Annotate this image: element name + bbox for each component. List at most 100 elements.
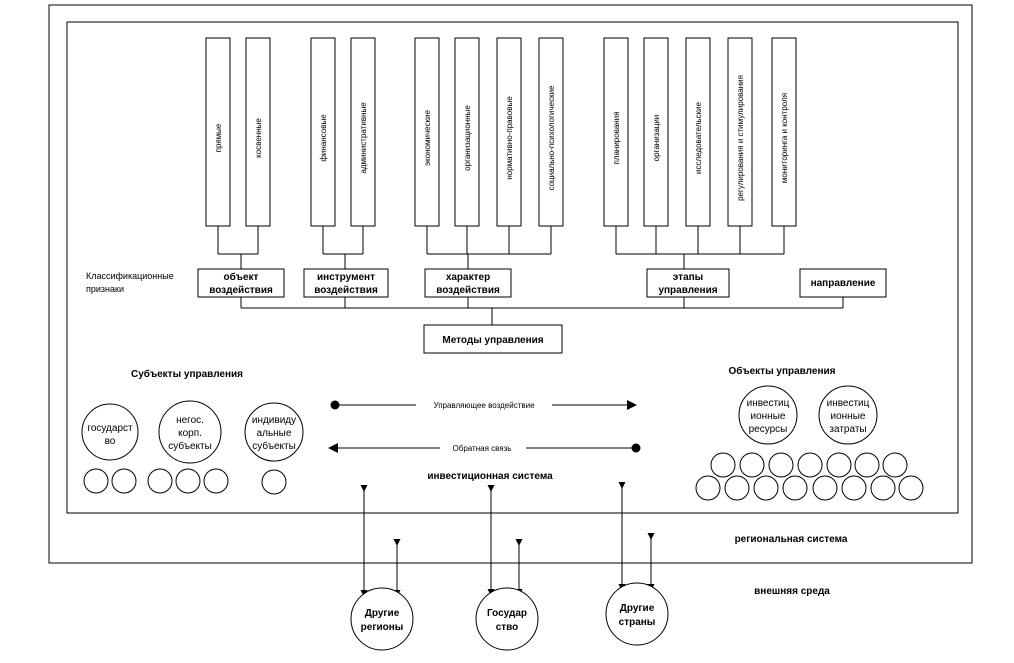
small-circle (812, 475, 838, 501)
method-label-monitoring: мониторинга и контроля (780, 93, 789, 183)
external-regions-line2: регионы (361, 622, 404, 633)
subject-nongov-line3: субъекты (168, 440, 212, 452)
object-resources-line2: ионные (751, 411, 786, 422)
small-circle (724, 475, 750, 501)
object-costs-line1: инвестиц (827, 398, 870, 409)
method-label-direct: прямые (214, 123, 223, 152)
external-connectors (360, 482, 655, 597)
method-label-administrative: административные (359, 102, 368, 174)
method-label-socio-psych: социально-психологические (547, 85, 556, 191)
method-label-organizational: организационные (463, 105, 472, 171)
connector-lines (217, 226, 844, 325)
subject-nongov-line2: корп. (178, 428, 202, 439)
regional-system-label: региональная система (735, 534, 848, 545)
classification-label-line2: признаки (86, 284, 124, 294)
methods-label: Методы управления (442, 335, 543, 346)
small-circle (826, 452, 852, 478)
method-boxes-group-1: прямые косвенные (205, 37, 271, 227)
object-costs-circle (818, 385, 878, 445)
subjects-title: Субъекты управления (131, 368, 243, 380)
object-costs-line2: ионные (831, 411, 866, 422)
subject-nongov-line1: негос. (176, 415, 204, 426)
external-state-line2: ство (496, 622, 519, 633)
method-boxes-group-3: экономические организационные нормативно… (414, 37, 564, 227)
method-box (414, 37, 440, 227)
method-boxes-group-4: планирования организации исследовательск… (603, 37, 797, 227)
small-circle (768, 452, 794, 478)
method-label-economic: экономические (423, 109, 432, 166)
category-instrument-line2: воздействия (314, 285, 378, 296)
small-circle (710, 452, 736, 478)
external-countries-line1: Другие (620, 603, 655, 614)
category-stages-line2: управления (658, 285, 717, 296)
method-boxes-group-2: финансовые административные (310, 37, 376, 227)
investment-system-label: инвестиционная система (427, 471, 553, 482)
small-circle (147, 468, 173, 494)
method-box (205, 37, 231, 227)
method-label-indirect: косвенные (254, 118, 263, 158)
small-circle (797, 452, 823, 478)
small-circle (841, 475, 867, 501)
small-circle (83, 468, 109, 494)
subject-individual-circle (244, 402, 304, 462)
external-state-line1: Государ (487, 608, 527, 619)
subject-individual-line2: альные (257, 428, 292, 439)
object-costs-line3: затраты (829, 424, 866, 435)
category-instrument-line1: инструмент (317, 272, 375, 283)
regional-system-frame (48, 4, 973, 564)
objects-title: Объекты управления (729, 365, 836, 377)
category-character-line1: характер (446, 272, 490, 283)
category-direction: направление (811, 278, 876, 289)
external-regions-circle (350, 587, 414, 651)
method-box (310, 37, 336, 227)
method-box (350, 37, 376, 227)
method-box (771, 37, 797, 227)
category-stages-line1: этапы (673, 272, 703, 283)
external-countries-line2: страны (619, 617, 656, 628)
method-box (603, 37, 629, 227)
category-box-object (197, 268, 285, 298)
category-box-instrument (303, 268, 389, 298)
method-label-organization: организации (652, 115, 661, 162)
object-resources-line1: инвестиц (747, 398, 790, 409)
method-box (727, 37, 753, 227)
small-circle (753, 475, 779, 501)
small-circle (261, 469, 287, 495)
classification-label-line1: Классификационные (86, 271, 174, 281)
method-label-planning: планирования (612, 111, 621, 164)
subject-nongov-circle (158, 400, 222, 464)
methods-box (423, 324, 563, 354)
control-arrow-label: Управляющее воздействие (433, 401, 535, 410)
method-label-regulatory: нормативно-правовые (505, 96, 514, 180)
method-box (538, 37, 564, 227)
object-small-circles (695, 452, 924, 501)
category-box-character (424, 268, 512, 298)
external-environment-label: внешняя среда (754, 586, 830, 597)
small-circle (782, 475, 808, 501)
subject-state-line2: во (105, 436, 116, 447)
small-circle (898, 475, 924, 501)
subject-small-circles (83, 468, 287, 495)
small-circle (882, 452, 908, 478)
category-box-direction (799, 268, 887, 298)
small-circle (739, 452, 765, 478)
object-resources-circle (738, 385, 798, 445)
subject-individual-line3: субъекты (252, 440, 296, 452)
method-label-financial: финансовые (319, 114, 328, 162)
external-regions-line1: Другие (365, 608, 400, 619)
investment-system-frame (66, 21, 959, 514)
method-box (454, 37, 480, 227)
category-object-line2: воздействия (209, 285, 273, 296)
object-resources-line3: ресурсы (749, 424, 788, 435)
category-box-stages (646, 268, 730, 298)
feedback-arrow-label: Обратная связь (453, 444, 512, 453)
subject-state-line1: государст (87, 423, 133, 434)
category-character-line2: воздействия (436, 285, 500, 296)
small-circle (870, 475, 896, 501)
small-circle (203, 468, 229, 494)
small-circle (695, 475, 721, 501)
method-box (496, 37, 522, 227)
small-circle (175, 468, 201, 494)
subject-state-circle (81, 403, 139, 461)
